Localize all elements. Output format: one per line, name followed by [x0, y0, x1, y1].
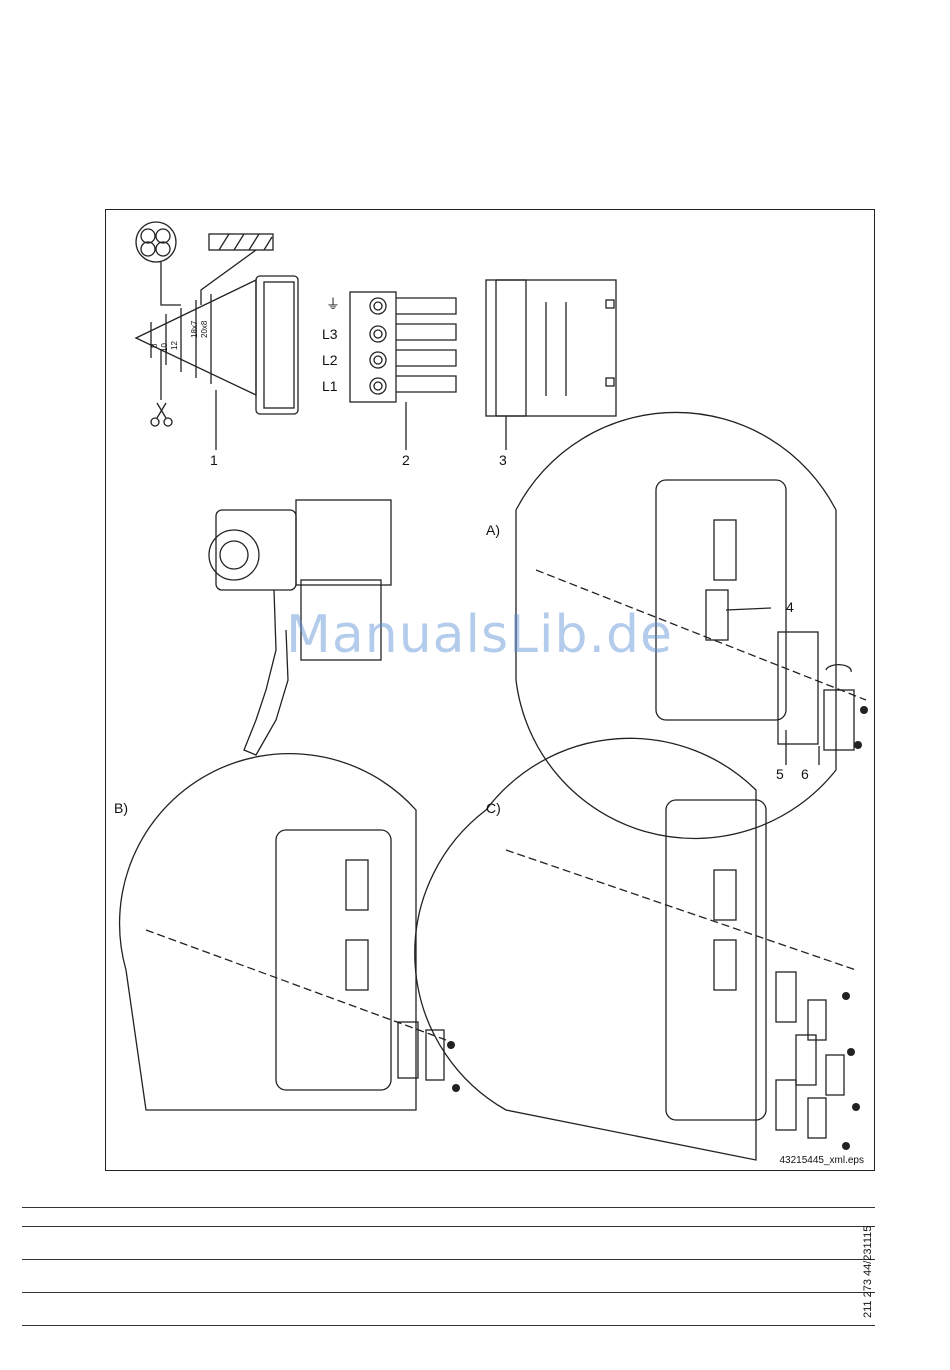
cable-cross-section	[136, 222, 176, 262]
installation-figure: 20x8 18x7 12 10 8 ⏚ L3 L2 L1 1 2 3 4 5 6…	[105, 209, 875, 1171]
view-label-c: C)	[486, 800, 501, 816]
table-cell	[662, 1227, 875, 1260]
view-label-b: B)	[114, 800, 128, 816]
table-cell	[611, 1208, 662, 1227]
part-number-2: 2	[402, 452, 410, 468]
part-number-1: 1	[210, 452, 218, 468]
table-cell	[396, 1227, 611, 1260]
parts-table	[22, 1207, 875, 1326]
table-cell	[396, 1260, 611, 1293]
table-cell	[662, 1208, 875, 1227]
table-row	[22, 1227, 875, 1260]
table-cell	[343, 1227, 396, 1260]
view-label-a: A)	[486, 522, 500, 538]
table-cell	[76, 1293, 343, 1326]
table-cell	[396, 1208, 611, 1227]
part-number-3: 3	[499, 452, 507, 468]
table-cell	[611, 1260, 662, 1293]
dim-label: 12	[170, 341, 179, 350]
table-cell	[22, 1227, 76, 1260]
terminal-label-l3: L3	[322, 326, 338, 342]
part-number-6: 6	[801, 766, 809, 782]
table-row	[22, 1260, 875, 1293]
scissors-icon	[151, 350, 172, 426]
dim-label: 20x8	[200, 321, 209, 338]
table-cell	[662, 1260, 875, 1293]
view-b-detail	[120, 754, 416, 1110]
table-cell	[76, 1208, 343, 1227]
table-cell	[76, 1260, 343, 1293]
flat-cable	[209, 234, 273, 250]
table-row	[22, 1293, 875, 1326]
part-number-4: 4	[786, 599, 794, 615]
dim-label: 18x7	[190, 321, 199, 338]
dim-label: 8	[150, 344, 159, 348]
table-cell	[22, 1260, 76, 1293]
table-cell	[22, 1293, 76, 1326]
dim-label: 10	[160, 343, 169, 352]
table-cell	[611, 1293, 662, 1326]
part-number-5: 5	[776, 766, 784, 782]
part-5-bracket	[778, 632, 818, 744]
table-cell	[611, 1227, 662, 1260]
figure-drawing	[106, 210, 876, 1172]
part-6-clip	[824, 690, 854, 750]
terminal-label-l1: L1	[322, 378, 338, 394]
part-3-housing	[486, 280, 616, 416]
file-reference: 43215445_xml.eps	[779, 1155, 864, 1166]
watermark: ManualsLib.de	[286, 605, 673, 665]
table-cell	[662, 1293, 875, 1326]
table-cell	[76, 1227, 343, 1260]
part-1-gland	[256, 276, 298, 414]
table-cell	[343, 1293, 396, 1326]
table-row	[22, 1208, 875, 1227]
part-2-terminal-block	[350, 292, 396, 402]
table-cell	[22, 1208, 76, 1227]
table-cell	[343, 1260, 396, 1293]
ground-symbol-icon: ⏚	[326, 294, 340, 314]
table-cell	[396, 1293, 611, 1326]
document-code: 211 273 44/231115	[862, 1226, 874, 1318]
table-cell	[343, 1208, 396, 1227]
terminal-label-l2: L2	[322, 352, 338, 368]
